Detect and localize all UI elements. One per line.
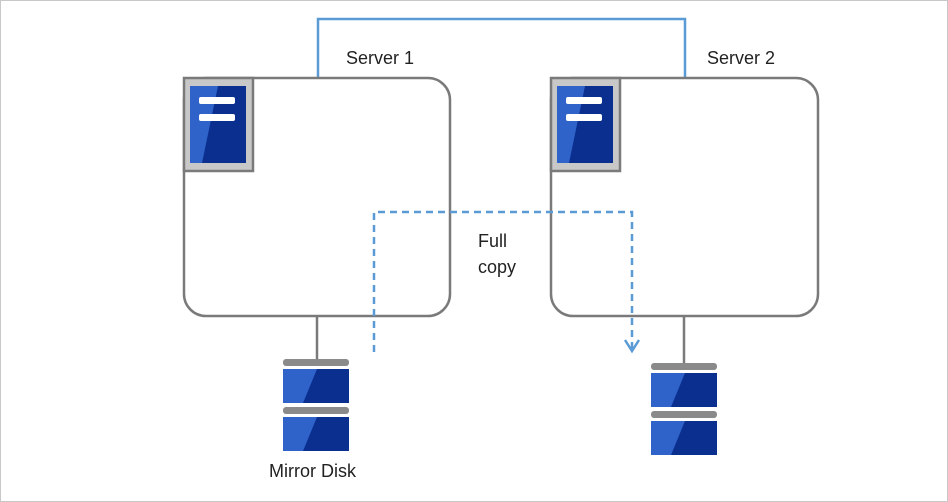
server-2-label: Server 2 <box>707 48 775 68</box>
disk-icon <box>283 359 349 451</box>
network-line <box>316 17 687 77</box>
server-icon <box>182 76 255 173</box>
mirror-disk-label: Mirror Disk <box>269 461 357 481</box>
disk-icon <box>651 363 717 455</box>
server-1-label: Server 1 <box>346 48 414 68</box>
full-copy-label-line2: copy <box>478 257 516 277</box>
full-copy-arrowhead <box>623 339 641 354</box>
server-icon <box>549 76 622 173</box>
full-copy-arrow <box>372 210 634 352</box>
full-copy-label-line1: Full <box>478 231 507 251</box>
